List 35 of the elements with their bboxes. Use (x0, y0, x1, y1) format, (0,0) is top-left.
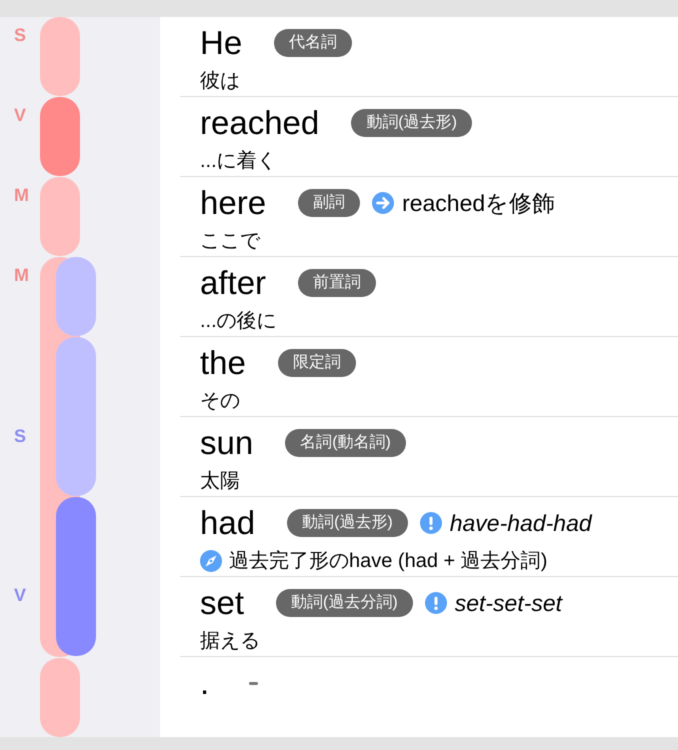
english-word: He (200, 24, 242, 62)
part-of-speech-badge: 限定詞 (278, 349, 356, 377)
english-word: sun (200, 424, 254, 462)
japanese-meaning: 過去完了形のhave (had + 過去分詞) (229, 548, 548, 574)
english-word: set (200, 584, 244, 622)
part-of-speech-badge: 代名詞 (274, 29, 352, 57)
sentence-role-letter: S (14, 425, 28, 447)
japanese-meaning: ここで (200, 228, 260, 254)
sentence-role-letter: V (14, 584, 28, 606)
japanese-meaning: ...の後に (200, 308, 277, 334)
usage-note: have-had-had (450, 509, 592, 537)
sentence-role-letter: M (14, 264, 30, 286)
usage-note: set-set-set (454, 589, 562, 617)
english-word: here (200, 184, 266, 222)
part-of-speech-badge: 名詞(動名詞) (285, 429, 406, 457)
sentence-role-letter: V (14, 104, 28, 126)
empty-badge (249, 682, 258, 684)
part-of-speech-badge: 動詞(過去形) (351, 109, 472, 137)
part-of-speech-badge: 動詞(過去形) (287, 509, 408, 537)
japanese-meaning: ...に着く (200, 148, 277, 174)
sentence-role-letter: M (14, 184, 30, 206)
english-word: had (200, 504, 256, 542)
japanese-meaning: その (200, 388, 240, 414)
usage-note: reachedを修飾 (402, 189, 556, 217)
japanese-meaning: 据える (200, 628, 260, 654)
part-of-speech-badge: 前置詞 (298, 269, 376, 297)
japanese-meaning: 太陽 (200, 468, 240, 494)
part-of-speech-badge: 副詞 (298, 189, 360, 217)
sentence-role-letter: S (14, 24, 28, 46)
japanese-meaning: 彼は (200, 68, 240, 94)
english-word: after (200, 264, 266, 302)
part-of-speech-badge: 動詞(過去分詞) (276, 589, 413, 617)
english-word: reached (200, 104, 320, 142)
english-word: . (200, 664, 210, 702)
english-word: the (200, 344, 246, 382)
